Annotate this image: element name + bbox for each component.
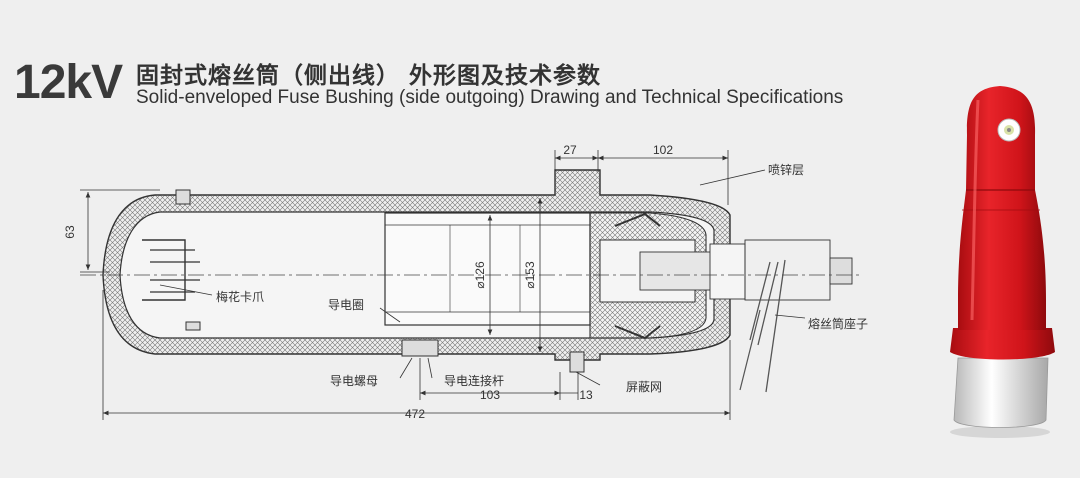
dim-d153: ⌀153 [523,261,537,289]
dim-472: 472 [405,407,425,421]
label-coating: 喷锌层 [768,163,804,177]
label-conductive-ring: 导电圈 [328,298,364,312]
bushing-body [80,169,860,393]
label-fuse-seat: 熔丝筒座子 [808,316,868,331]
dim-103: 103 [480,388,500,402]
dim-63: 63 [63,225,77,239]
dimension-lines [80,150,806,420]
dim-27: 27 [563,143,577,157]
voltage-title: 12kV [14,56,123,109]
dim-13: 13 [579,388,593,402]
label-shield-net: 屏蔽网 [626,380,662,394]
english-title: Solid-enveloped Fuse Bushing (side outgo… [136,87,844,108]
label-plum-claw: 梅花卡爪 [216,289,264,304]
product-photo [950,86,1055,438]
label-conductive-nut: 导电螺母 [330,374,378,388]
label-conductive-rod: 导电连接杆 [444,373,504,388]
dim-102: 102 [653,143,673,157]
chinese-title: 固封式熔丝筒（侧出线） 外形图及技术参数 [136,63,602,89]
dim-d126: ⌀126 [473,261,487,289]
